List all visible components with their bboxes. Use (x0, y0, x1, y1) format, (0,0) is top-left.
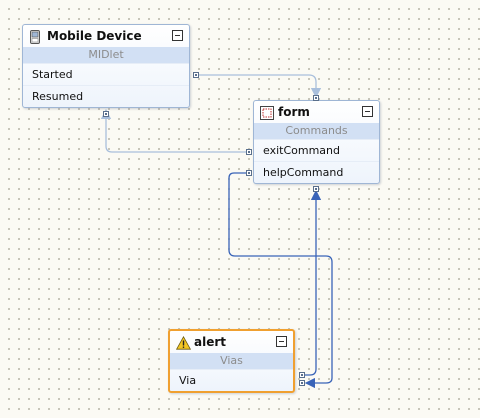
port-form-bottom-in[interactable] (313, 186, 319, 192)
collapse-button[interactable] (276, 336, 287, 347)
node-row-resumed[interactable]: Resumed (23, 85, 189, 107)
warning-icon (175, 335, 192, 350)
connection-help-to-alert[interactable] (228, 172, 333, 389)
port-mobile-device-in[interactable] (103, 111, 109, 117)
mobile-device-header[interactable]: Mobile Device (23, 25, 189, 47)
node-row-via[interactable]: Via (170, 369, 293, 391)
node-row-help-command[interactable]: helpCommand (254, 161, 379, 183)
node-title: form (278, 105, 310, 119)
connection-via-to-form[interactable] (303, 189, 322, 376)
collapse-button[interactable] (362, 106, 373, 117)
mobile-device-node[interactable]: Mobile Device MIDlet Started Resumed (22, 24, 190, 108)
form-node[interactable]: form Commands exitCommand helpCommand (253, 100, 380, 184)
form-icon (260, 105, 274, 120)
alert-header[interactable]: alert (170, 331, 293, 353)
row-label: Resumed (32, 90, 84, 103)
mobile-device-icon (29, 29, 41, 44)
node-row-started[interactable]: Started (23, 63, 189, 85)
port-help-command-out[interactable] (246, 170, 252, 176)
row-label: helpCommand (263, 166, 344, 179)
node-title: alert (194, 335, 227, 349)
port-started-out[interactable] (193, 72, 199, 78)
port-via-out[interactable] (299, 372, 305, 378)
port-form-in[interactable] (313, 95, 319, 101)
port-alert-in[interactable] (299, 380, 305, 386)
node-section-label: Vias (170, 353, 293, 369)
node-section-label: MIDlet (23, 47, 189, 63)
node-row-exit-command[interactable]: exitCommand (254, 139, 379, 161)
node-title: Mobile Device (47, 29, 142, 43)
collapse-button[interactable] (172, 30, 183, 41)
form-header[interactable]: form (254, 101, 379, 123)
row-label: exitCommand (263, 144, 340, 157)
node-section-label: Commands (254, 123, 379, 139)
alert-node[interactable]: alert Vias Via (168, 329, 295, 393)
connection-started-to-form[interactable] (199, 74, 322, 99)
connection-exit-to-mobile-device[interactable] (100, 108, 247, 153)
row-label: Via (179, 374, 197, 387)
port-exit-command-out[interactable] (246, 149, 252, 155)
row-label: Started (32, 68, 73, 81)
